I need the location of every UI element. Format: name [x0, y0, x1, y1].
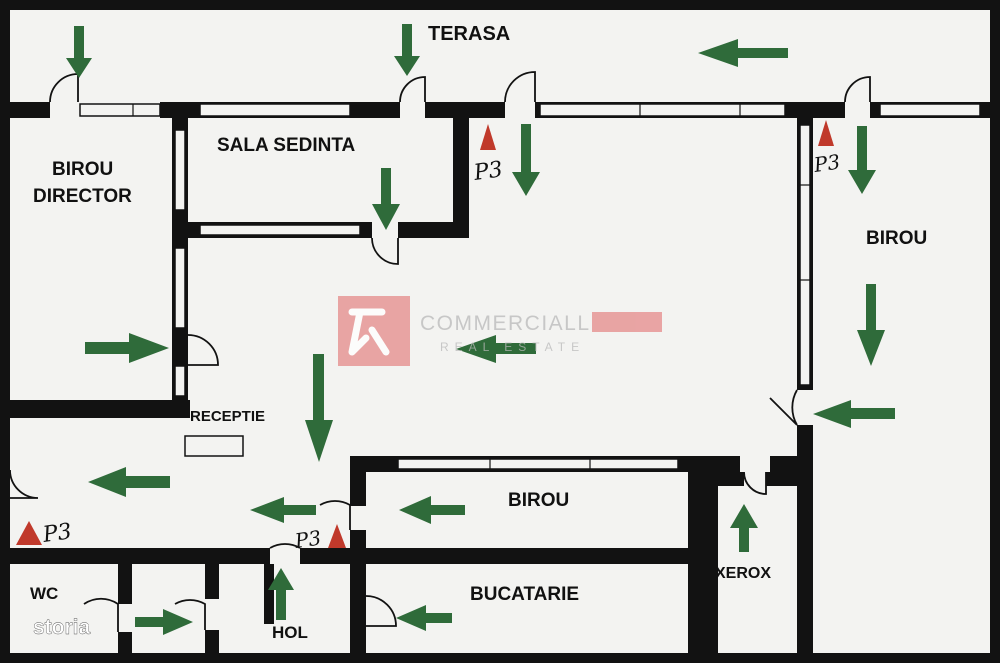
arrow-icon: [268, 568, 294, 620]
warning-triangle-icon: [16, 521, 42, 545]
arrow-icon: [396, 605, 452, 631]
p3-label: P3: [471, 157, 504, 186]
arrow-icon: [305, 354, 333, 462]
room-label-wc: WC: [30, 584, 58, 603]
room-label-sala-sedinta: SALA SEDINTA: [217, 135, 356, 156]
watermark-sub: REAL ESTATE: [440, 340, 585, 354]
arrow-icon: [698, 39, 788, 67]
arrow-icon: [512, 124, 540, 196]
room-label-bucatarie: BUCATARIE: [470, 584, 579, 605]
reception-desk: [184, 435, 244, 457]
window-mullions: [132, 104, 810, 469]
warning-triangle-icon: [328, 524, 346, 548]
p3-label: P3: [811, 150, 841, 178]
room-label-birou-middle: BIROU: [508, 490, 569, 511]
p3-marker: P3: [471, 124, 504, 186]
arrow-icon: [250, 497, 316, 523]
arrow-icon: [848, 126, 876, 194]
windows: [79, 103, 981, 470]
p3-marker: P3: [16, 519, 73, 548]
arrow-icon: [813, 400, 895, 428]
arrow-icon: [857, 284, 885, 366]
room-label-receptie: RECEPTIE: [190, 408, 265, 425]
warning-triangle-icon: [818, 120, 834, 146]
room-label-xerox: XEROX: [715, 565, 771, 582]
room-label-birou-director-2: DIRECTOR: [33, 186, 132, 207]
room-label-hol: HOL: [272, 623, 308, 642]
doors: [9, 71, 871, 632]
room-label-birou-right: BIROU: [866, 228, 927, 249]
room-label-terasa: TERASA: [428, 23, 510, 45]
p3-label: P3: [40, 519, 73, 548]
storia-logo: storia: [33, 616, 91, 639]
arrow-icon: [372, 168, 400, 230]
watermark: COMMERCIALL REAL ESTATE: [338, 296, 662, 366]
evacuation-arrows: [66, 24, 895, 635]
watermark-brand: COMMERCIALL: [420, 312, 591, 335]
room-label-birou-director-1: BIROU: [52, 159, 113, 180]
arrow-icon: [88, 467, 170, 497]
p3-label: P3: [292, 526, 322, 554]
arrow-icon: [730, 504, 758, 552]
p3-marker: P3: [811, 120, 842, 178]
arrow-icon: [394, 24, 420, 76]
arrow-icon: [135, 609, 193, 635]
arrow-icon: [456, 335, 536, 363]
arrow-icon: [66, 26, 92, 78]
warning-triangle-icon: [480, 124, 496, 150]
arrow-icon: [85, 333, 169, 363]
p3-marker: P3: [292, 524, 346, 553]
arrow-icon: [399, 496, 465, 524]
